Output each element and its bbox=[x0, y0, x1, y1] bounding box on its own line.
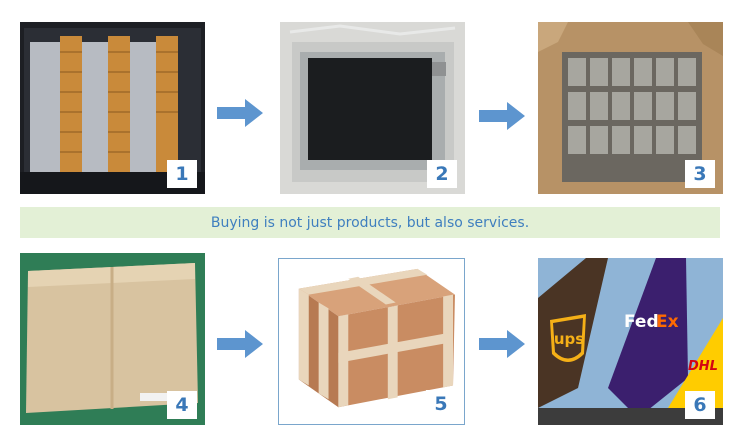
step-6-number: 6 bbox=[685, 391, 715, 419]
ups-logo: ups bbox=[554, 330, 584, 348]
fedex-tail bbox=[608, 258, 688, 418]
step-2-number: 2 bbox=[427, 160, 457, 188]
lcd-panel-image bbox=[280, 22, 465, 194]
step-1-number: 1 bbox=[167, 160, 197, 188]
step-4-photo: 4 bbox=[20, 253, 205, 425]
lcd-stack-image bbox=[20, 22, 205, 194]
step-6-photo: ups Fed Ex DHL 6 bbox=[538, 258, 723, 425]
step-1-photo: 1 bbox=[20, 22, 205, 194]
step-3-number: 3 bbox=[685, 160, 715, 188]
services-banner: Buying is not just products, but also se… bbox=[20, 207, 720, 238]
step-3-photo: 3 bbox=[538, 22, 723, 194]
dhl-logo: DHL bbox=[688, 359, 718, 374]
fedex-fed-logo: Fed bbox=[624, 312, 659, 332]
step-2-photo: 2 bbox=[280, 22, 465, 194]
fedex-ex-logo: Ex bbox=[656, 312, 679, 332]
arrow-right-icon bbox=[217, 329, 263, 359]
carton-packed-image bbox=[538, 22, 723, 194]
step-5-number: 5 bbox=[426, 390, 456, 418]
arrow-right-icon bbox=[479, 101, 525, 131]
cardboard-box-image bbox=[20, 253, 205, 425]
arrow-right-icon bbox=[479, 329, 525, 359]
arrow-right-icon bbox=[217, 98, 263, 128]
step-5-photo: 5 bbox=[278, 258, 465, 425]
step-4-number: 4 bbox=[167, 391, 197, 419]
